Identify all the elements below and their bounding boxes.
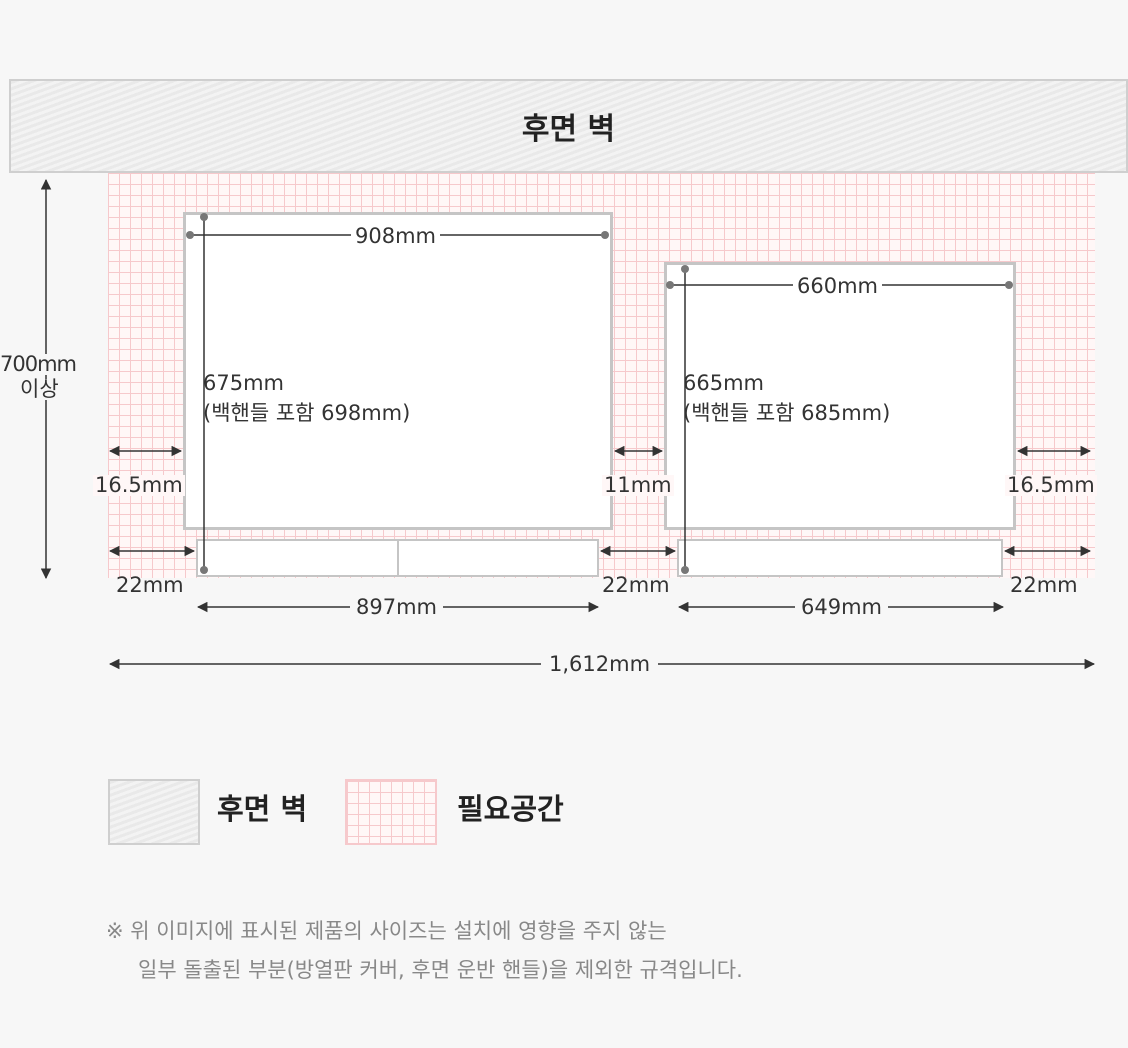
dimension-dot — [1005, 281, 1013, 289]
legend-space-swatch — [345, 779, 437, 845]
dimension-dot — [186, 231, 194, 239]
dimension-dot — [601, 231, 609, 239]
right-width-label: 660mm — [793, 276, 882, 297]
middle-gap-label: 11mm — [602, 473, 674, 497]
dimension-dot — [666, 281, 674, 289]
right-depth-label: 665mm — [683, 371, 764, 395]
legend-wall-swatch — [108, 779, 200, 845]
right-bottom-gap-label: 22mm — [1010, 573, 1078, 597]
legend-wall-label: 후면 벽 — [217, 792, 308, 826]
footnote-line-2: 일부 돌출된 부분(방열판 커버, 후면 운반 핸들)을 제외한 규격입니다. — [138, 958, 743, 982]
height-clearance-suffix: 이상 — [20, 377, 59, 401]
middle-bottom-gap-label: 22mm — [602, 573, 670, 597]
left-side-gap-label: 16.5mm — [93, 473, 185, 497]
left-bottom-width-label: 897mm — [350, 597, 443, 618]
right-unit-base — [677, 539, 1003, 577]
left-bottom-gap-label: 22mm — [116, 573, 184, 597]
rear-wall-label: 후면 벽 — [521, 112, 616, 147]
dimension-dot — [681, 566, 689, 574]
footnote-line-1: ※ 위 이미지에 표시된 제품의 사이즈는 설치에 영향을 주지 않는 — [106, 919, 667, 943]
legend-space-label: 필요공간 — [457, 792, 564, 826]
dimension-dot — [200, 566, 208, 574]
height-clearance-label: 700mm — [0, 352, 77, 376]
dimension-dot — [681, 265, 689, 273]
left-depth-note: (백핸들 포함 698mm) — [203, 401, 411, 425]
left-width-label: 908mm — [351, 226, 440, 247]
dimension-dot — [200, 213, 208, 221]
right-side-gap-label: 16.5mm — [1005, 473, 1097, 497]
right-unit-body — [664, 262, 1016, 530]
left-unit-base-divider — [397, 540, 399, 576]
right-bottom-width-label: 649mm — [795, 597, 888, 618]
total-width-label: 1,612mm — [541, 654, 659, 675]
right-depth-note: (백핸들 포함 685mm) — [683, 401, 891, 425]
rear-wall: 후면 벽 — [9, 79, 1128, 173]
left-unit-body — [183, 212, 613, 530]
left-depth-label: 675mm — [203, 371, 284, 395]
